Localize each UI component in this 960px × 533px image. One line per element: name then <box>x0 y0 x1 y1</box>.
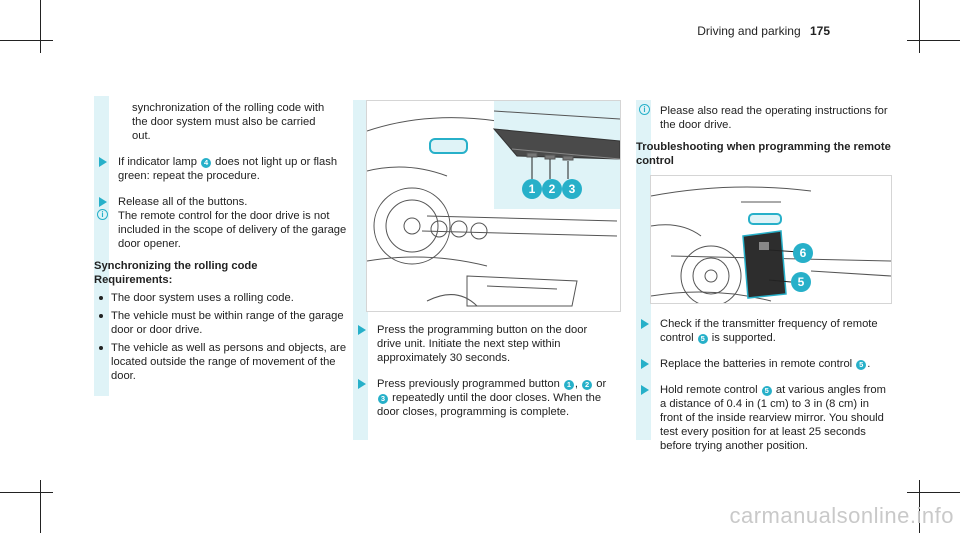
figure-callout-5: 5 <box>798 275 805 289</box>
step-text: repeatedly until the door closes. When t… <box>377 392 602 418</box>
callout-4: 4 <box>201 158 212 168</box>
crop-mark <box>907 492 960 493</box>
arrow-icon <box>358 379 366 389</box>
column-right: i Please also read the operating instruc… <box>636 104 898 168</box>
crop-mark <box>0 492 53 493</box>
info-icon: i <box>639 104 650 115</box>
arrow-icon <box>99 197 107 207</box>
step-item: Hold remote control 5 at various angles … <box>636 383 890 453</box>
bullet-icon <box>99 346 103 350</box>
accent-bar <box>636 100 651 440</box>
bullet-text: The vehicle must be within range of the … <box>111 310 344 336</box>
arrow-icon <box>641 385 649 395</box>
note-item: i Please also read the operating instruc… <box>636 104 898 132</box>
figure-mirror-buttons: 1 2 3 <box>366 100 621 312</box>
page-header: Driving and parking 175 <box>697 24 830 38</box>
callout-1: 1 <box>563 380 574 390</box>
callout-group <box>522 179 582 199</box>
crop-mark <box>907 40 960 41</box>
bullet-text: The door system uses a rolling code. <box>111 292 294 304</box>
step-text: . <box>867 358 871 370</box>
step-item: Replace the batteries in remote control … <box>636 357 890 371</box>
list-item: The vehicle as well as persons and objec… <box>94 341 354 383</box>
step-text: is supported. <box>708 332 776 344</box>
step-item: Check if the transmitter frequency of re… <box>636 317 890 345</box>
column-middle: Press the programming button on the door… <box>353 323 625 419</box>
callout-5: 5 <box>856 360 867 370</box>
info-icon: i <box>97 209 108 220</box>
step-text: Replace the batteries in remote control <box>660 358 856 370</box>
step-text: Release all of the buttons. <box>118 196 248 208</box>
figure-remote-control: 6 5 <box>650 175 892 307</box>
watermark: carmanualsonline.info <box>729 503 954 528</box>
section-heading: Synchronizing the rolling code <box>94 260 258 272</box>
accent-bar <box>353 100 368 440</box>
step-text: Press previously programmed button <box>377 378 563 390</box>
step-item: Press previously programmed button 1, 2 … <box>353 377 607 419</box>
callout-5: 5 <box>761 386 772 396</box>
accent-bar <box>94 96 109 396</box>
step-text: does not light up or flash green: repeat… <box>118 156 338 182</box>
step-item: If indicator lamp 4 does not light up or… <box>94 155 354 183</box>
callout-5: 5 <box>697 334 708 344</box>
crop-mark <box>40 0 41 53</box>
bullet-text: The vehicle as well as persons and objec… <box>111 342 347 382</box>
intro-text: synchronization of the rolling code with… <box>132 102 325 142</box>
step-text: Check if the transmitter frequency of re… <box>660 318 878 344</box>
figure-callout-2: 2 <box>549 182 556 196</box>
step-item: Press the programming button on the door… <box>353 323 607 365</box>
car-interior-illustration: 1 2 3 <box>366 101 621 307</box>
step-text: Hold remote control <box>660 384 761 396</box>
remote-control-shape <box>742 230 787 299</box>
crop-mark <box>40 480 41 533</box>
callout-2: 2 <box>582 380 593 390</box>
crop-mark <box>919 0 920 53</box>
arrow-icon <box>358 325 366 335</box>
note-text: The remote control for the door drive is… <box>118 210 347 250</box>
figure-callout-3: 3 <box>569 182 576 196</box>
note-text: Please also read the operating instructi… <box>660 105 888 131</box>
remote-control-illustration: 6 5 <box>650 186 892 307</box>
note-item: i The remote control for the door drive … <box>94 209 354 251</box>
crop-mark <box>919 480 920 533</box>
step-text: at various angles from a distance of 0.4… <box>660 384 886 452</box>
arrow-icon <box>99 157 107 167</box>
section-title: Driving and parking <box>697 24 801 38</box>
figure-callout-1: 1 <box>529 182 536 196</box>
step-text: , <box>574 378 582 390</box>
list-item: The door system uses a rolling code. <box>94 291 354 305</box>
crop-mark <box>0 40 53 41</box>
section-heading: Troubleshooting when programming the rem… <box>636 141 891 167</box>
step-text: If indicator lamp <box>118 156 201 168</box>
arrow-icon <box>641 359 649 369</box>
bullet-icon <box>99 314 103 318</box>
step-text: or <box>593 378 607 390</box>
column-left: synchronization of the rolling code with… <box>94 101 354 383</box>
figure-callout-6: 6 <box>800 246 807 260</box>
callout-3: 3 <box>378 394 388 404</box>
requirements-heading: Requirements: <box>94 274 173 286</box>
step-item: Release all of the buttons. <box>94 195 354 209</box>
arrow-icon <box>641 319 649 329</box>
bullet-icon <box>99 296 103 300</box>
column-right-steps: Check if the transmitter frequency of re… <box>636 317 898 453</box>
step-text: Press the programming button on the door… <box>377 324 588 364</box>
page-number: 175 <box>809 24 830 38</box>
list-item: The vehicle must be within range of the … <box>94 309 354 337</box>
